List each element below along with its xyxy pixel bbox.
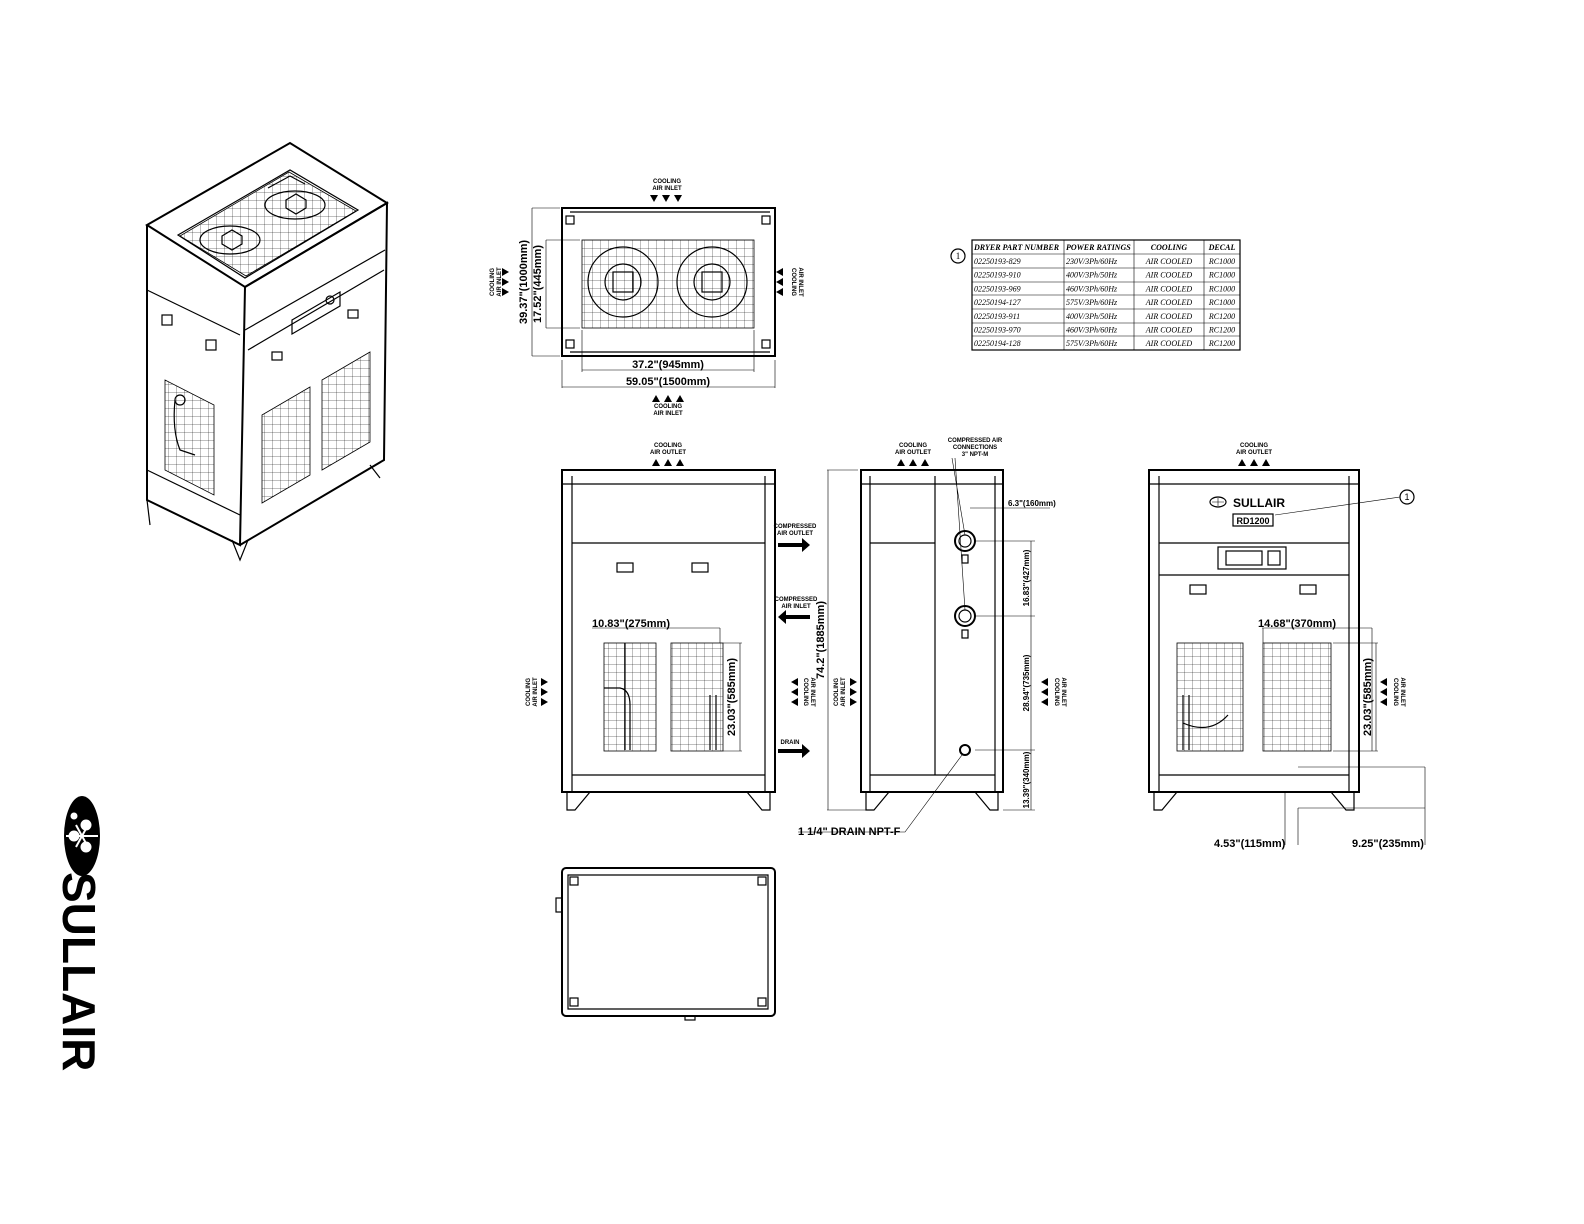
table-cell: RC1200 xyxy=(1208,339,1235,348)
label-air-inlet: AIR INLET xyxy=(533,677,539,707)
table-cell: 02250193-970 xyxy=(974,326,1021,335)
table-cell: 02250193-969 xyxy=(974,284,1021,293)
dim-rear-foot-span: 9.25"(235mm) xyxy=(1352,838,1424,850)
dim-top-width-total: 59.05"(1500mm) xyxy=(626,376,710,388)
dim-side-mid-height: 28.94"(735mm) xyxy=(1022,654,1031,711)
table-cell: 460V/3Ph/60Hz xyxy=(1066,326,1118,335)
table-cell: RC1000 xyxy=(1208,257,1235,266)
bottom-view xyxy=(555,867,776,1021)
table-cell: RC1000 xyxy=(1208,298,1235,307)
sullair-logo: SULLAIR xyxy=(53,796,105,1071)
label-air-inlet: AIR INLET xyxy=(841,677,847,707)
label-cooling: COOLING xyxy=(834,678,840,706)
label-cooling: COOLING xyxy=(653,179,681,185)
table-cell: 575V/3Ph/60Hz xyxy=(1066,339,1118,348)
label-cooling: COOLING xyxy=(1392,678,1398,706)
label-npt: 3" NPT-M xyxy=(962,452,989,458)
label-air-inlet: AIR INLET xyxy=(652,186,682,192)
dim-front-opening-width: 10.83"(275mm) xyxy=(592,618,670,630)
label-air-inlet: AIR INLET xyxy=(653,411,683,417)
label-cooling: COOLING xyxy=(526,678,532,706)
table-cell: RC1200 xyxy=(1208,326,1235,335)
label-air-inlet: AIR INLET xyxy=(1399,677,1405,707)
table-cell: AIR COOLED xyxy=(1145,339,1193,348)
table-cell: 02250194-128 xyxy=(974,339,1021,348)
front-view: 10.83"(275mm) 23.03"(585mm) COOLING AIR … xyxy=(526,443,818,811)
label-air-inlet: AIR INLET xyxy=(797,267,803,297)
label-compressed: COMPRESSED xyxy=(774,524,817,530)
dim-top-width-grid: 37.2"(945mm) xyxy=(632,359,704,371)
table-cell: 02250193-829 xyxy=(974,257,1021,266)
table-cell: 02250193-911 xyxy=(974,312,1020,321)
dim-top-depth-total: 39.37"(1000mm) xyxy=(518,240,530,324)
label-cooling: COOLING xyxy=(654,443,682,449)
label-cooling: COOLING xyxy=(1053,678,1059,706)
dim-drain-connection: 1 1/4" DRAIN NPT-F xyxy=(798,826,901,838)
dim-overall-height: 74.2"(1885mm) xyxy=(815,601,827,679)
dim-top-depth-grid: 17.52"(445mm) xyxy=(532,245,544,323)
table-header: DECAL xyxy=(1208,243,1236,252)
label-air-inlet: AIR INLET xyxy=(781,604,811,610)
label-air-outlet: AIR OUTLET xyxy=(895,450,931,456)
dim-side-conn-spacing: 16.83"(427mm) xyxy=(1022,549,1031,606)
table-cell: 460V/3Ph/60Hz xyxy=(1066,284,1118,293)
label-cooling: COOLING xyxy=(490,268,496,296)
table-header: DRYER PART NUMBER xyxy=(973,243,1060,252)
dim-rear-opening-width: 14.68"(370mm) xyxy=(1258,618,1336,630)
callout-number: 1 xyxy=(1404,492,1409,502)
table-cell: RC1000 xyxy=(1208,284,1235,293)
table-header: POWER RATINGS xyxy=(1066,243,1131,252)
label-cooling: COOLING xyxy=(1240,443,1268,449)
table-cell: AIR COOLED xyxy=(1145,257,1193,266)
label-connections: CONNECTIONS xyxy=(953,445,997,451)
table-cell: AIR COOLED xyxy=(1145,298,1193,307)
table-cell: AIR COOLED xyxy=(1145,284,1193,293)
top-view: 39.37"(1000mm) 17.52"(445mm) 37.2"(945mm… xyxy=(490,179,803,417)
table-cell: RC1200 xyxy=(1208,312,1235,321)
table-cell: 02250194-127 xyxy=(974,298,1022,307)
label-compressed: COMPRESSED xyxy=(775,597,818,603)
parts-table: 1 DRYER PART NUMBER POWER RATINGS COOLIN… xyxy=(950,239,1241,351)
sullair-decal-logo xyxy=(1209,496,1227,508)
callout-number: 1 xyxy=(956,251,961,261)
label-air-outlet: AIR OUTLET xyxy=(1236,450,1272,456)
table-cell: AIR COOLED xyxy=(1145,312,1193,321)
table-header: COOLING xyxy=(1151,243,1188,252)
label-air-outlet: AIR OUTLET xyxy=(777,531,813,537)
table-cell: AIR COOLED xyxy=(1145,326,1193,335)
label-air-inlet: AIR INLET xyxy=(497,267,503,297)
label-compressed-air: COMPRESSED AIR xyxy=(948,438,1003,444)
label-air-outlet: AIR OUTLET xyxy=(650,450,686,456)
table-cell: 230V/3Ph/60Hz xyxy=(1066,257,1118,266)
rear-view: SULLAIR RD1200 1 14.68"(370mm) 23.03"(58… xyxy=(1148,443,1426,850)
dim-rear-foot-offset: 4.53"(115mm) xyxy=(1214,838,1286,850)
isometric-view xyxy=(145,141,389,562)
decal-model: RD1200 xyxy=(1236,516,1269,526)
label-air-inlet: AIR INLET xyxy=(809,677,815,707)
side-view: 74.2"(1885mm) 6.3"(160mm) 16.83"(427mm) … xyxy=(798,438,1066,838)
label-air-inlet: AIR INLET xyxy=(1060,677,1066,707)
label-cooling: COOLING xyxy=(654,404,682,410)
logo-text: SULLAIR xyxy=(53,872,105,1071)
dim-front-opening-height: 23.03"(585mm) xyxy=(726,658,738,736)
dim-side-top-offset: 6.3"(160mm) xyxy=(1008,499,1056,508)
decal-brand: SULLAIR xyxy=(1233,496,1285,510)
label-drain: DRAIN xyxy=(781,740,800,746)
table-cell: 02250193-910 xyxy=(974,271,1021,280)
dim-rear-opening-height: 23.03"(585mm) xyxy=(1362,658,1374,736)
label-cooling: COOLING xyxy=(899,443,927,449)
table-cell: AIR COOLED xyxy=(1145,271,1193,280)
table-cell: 400V/3Ph/50Hz xyxy=(1066,271,1118,280)
table-cell: 400V/3Ph/50Hz xyxy=(1066,312,1118,321)
dim-side-drain-height: 13.39"(340mm) xyxy=(1022,751,1031,808)
label-cooling: COOLING xyxy=(802,678,808,706)
label-cooling: COOLING xyxy=(790,268,796,296)
table-cell: 575V/3Ph/60Hz xyxy=(1066,298,1118,307)
table-cell: RC1000 xyxy=(1208,271,1235,280)
